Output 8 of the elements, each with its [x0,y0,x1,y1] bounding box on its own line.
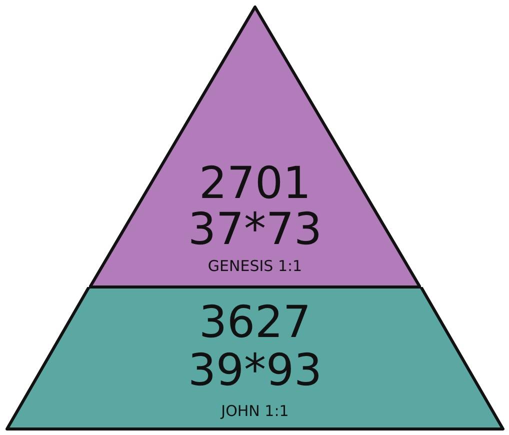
pyramid-top-band [89,5,421,287]
product-text: 39*93 [187,349,323,393]
number-text: 2701 [198,162,312,206]
product-text: 37*73 [187,208,323,252]
verse-reference: JOHN 1:1 [219,404,290,419]
pyramid-bottom-band [5,287,505,432]
verse-reference: GENESIS 1:1 [206,259,304,274]
number-text: 3627 [198,301,312,345]
